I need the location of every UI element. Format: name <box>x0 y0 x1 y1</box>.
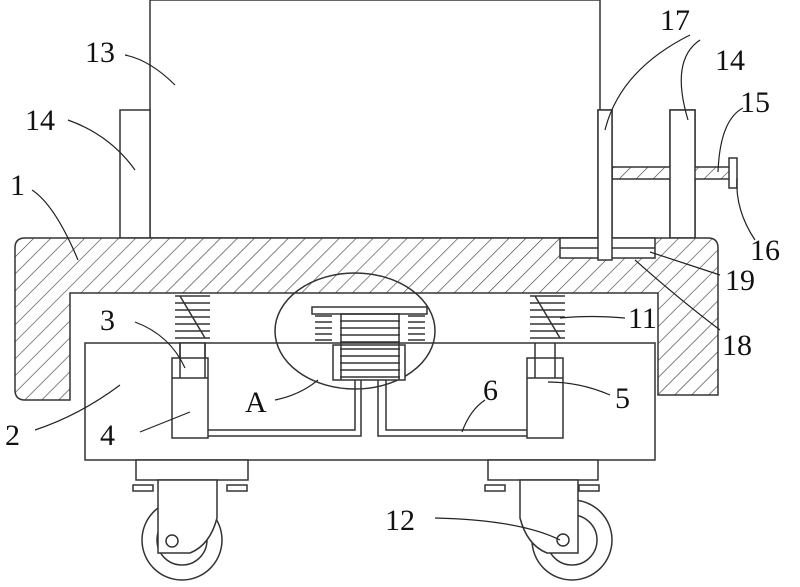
leader-lines <box>31 34 756 541</box>
knob-16 <box>728 157 738 189</box>
bellows <box>340 313 400 380</box>
label-A: A <box>245 386 267 419</box>
label-2: 2 <box>5 419 20 452</box>
label-14-right: 14 <box>715 44 745 77</box>
label-14-left: 14 <box>25 104 55 137</box>
pipe-6 <box>377 380 527 437</box>
label-5: 5 <box>615 382 630 415</box>
small-springs <box>315 315 425 341</box>
post-14-left <box>119 109 151 239</box>
label-6: 6 <box>483 374 498 407</box>
spring-right-11 <box>530 295 565 339</box>
base-frame-1 <box>14 237 719 401</box>
label-1: 1 <box>10 169 25 202</box>
detail-A-ellipse <box>274 272 436 390</box>
label-19: 19 <box>725 264 755 297</box>
label-4: 4 <box>100 419 115 452</box>
cylinder-5 <box>526 357 564 439</box>
caster-left <box>132 459 249 581</box>
label-13: 13 <box>85 36 115 69</box>
label-3: 3 <box>100 304 115 337</box>
pipe-left <box>208 380 362 437</box>
spring-left <box>175 295 210 339</box>
label-12: 12 <box>385 504 415 537</box>
box-13 <box>149 0 601 239</box>
label-11: 11 <box>628 302 657 335</box>
label-15: 15 <box>740 86 770 119</box>
cylinder-4 <box>171 357 209 439</box>
label-16: 16 <box>750 234 780 267</box>
top-plate <box>311 306 428 315</box>
caster-right-12 <box>484 459 613 581</box>
label-18: 18 <box>722 329 752 362</box>
label-17: 17 <box>660 4 690 37</box>
